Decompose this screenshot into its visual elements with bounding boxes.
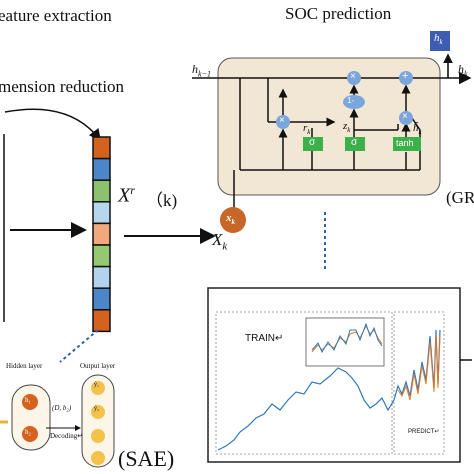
decoding-params-label: (D, b₂) [52, 404, 72, 412]
sae-output-box [81, 374, 115, 468]
reduction-arc [4, 108, 101, 142]
reset-gate [303, 137, 323, 151]
h-box-label: hk [434, 32, 443, 47]
update-gate [345, 137, 365, 151]
dimension-reduction-title: mension reduction [0, 77, 125, 96]
reset-gate-label: rk [303, 122, 311, 137]
sae-node-2-label: h₂ [25, 428, 31, 436]
vector-cell [92, 309, 111, 333]
vector-cell [92, 222, 111, 246]
gru-model-tag: (GR [446, 188, 474, 207]
soc-prediction-title: SOC prediction [285, 4, 392, 23]
train-label: TRAIN↵ [245, 333, 284, 344]
plus-glyph: + [402, 70, 409, 82]
multiply-node-reset [276, 115, 290, 129]
output-layer-label: Output layer [80, 362, 116, 370]
vector-cell [92, 136, 111, 160]
vector-cell [92, 244, 111, 268]
hidden-layer-label: Hidden layer [6, 362, 43, 370]
predict-tail-orange [397, 333, 441, 401]
candidate-gate [393, 137, 421, 151]
vector-label-arg: （k) [146, 191, 178, 210]
multiply-glyph-1: × [350, 71, 356, 82]
sae-hidden-node-2 [22, 426, 38, 442]
candidate-tanh: tanh [396, 138, 414, 148]
sae-out-2-label: ŷ₂ [94, 406, 100, 412]
multiply-node-candidate [399, 111, 413, 125]
h-prev-label: hk−1 [192, 62, 211, 79]
vector-cell [92, 179, 111, 203]
decoding-label: Decoding↵ [50, 432, 84, 440]
add-node [399, 71, 413, 85]
reset-sigma: σ [309, 137, 316, 148]
sae-hidden-node-1 [22, 394, 38, 410]
sae-output-node-1 [91, 381, 105, 395]
one-minus-label: 1- [347, 96, 355, 105]
multiply-node-h-prev [347, 71, 361, 85]
encoded-vector [92, 136, 111, 333]
prediction-panel [207, 287, 461, 463]
sae-output-node-3 [91, 429, 105, 443]
multiply-glyph-2: × [279, 115, 285, 126]
one-minus-node [343, 95, 365, 109]
sae-out-1-label: ŷ₁ [94, 382, 100, 388]
vector-cell [92, 201, 111, 225]
input-label: Xk [212, 230, 228, 253]
feature-extraction-title: eature extraction [0, 6, 112, 25]
vector-cell [92, 157, 111, 181]
sae-tag: (SAE) [118, 446, 175, 471]
main-series-blue [217, 329, 441, 451]
candidate-label: h̃k [413, 122, 422, 137]
update-gate-label: zk [343, 120, 351, 135]
vector-cell [92, 287, 111, 311]
input-node-label: xk [226, 212, 235, 227]
multiply-glyph-3: × [402, 111, 408, 122]
vector-cell [92, 265, 111, 289]
gru-cell [217, 57, 441, 196]
sae-output-node-2 [91, 405, 105, 419]
sae-hidden-box [11, 384, 51, 451]
vector-label: Xr [118, 183, 135, 207]
predict-label: PREDICT↵ [408, 429, 440, 435]
update-sigma: σ [351, 137, 358, 148]
input-node [220, 207, 246, 233]
sae-node-1-label: h₁ [25, 396, 31, 404]
sae-output-node-4 [91, 451, 105, 465]
h-out-label: hk [458, 62, 468, 79]
output-state-box [430, 31, 450, 51]
actual-series-blue [311, 322, 383, 354]
vector-sae-link [59, 329, 99, 363]
